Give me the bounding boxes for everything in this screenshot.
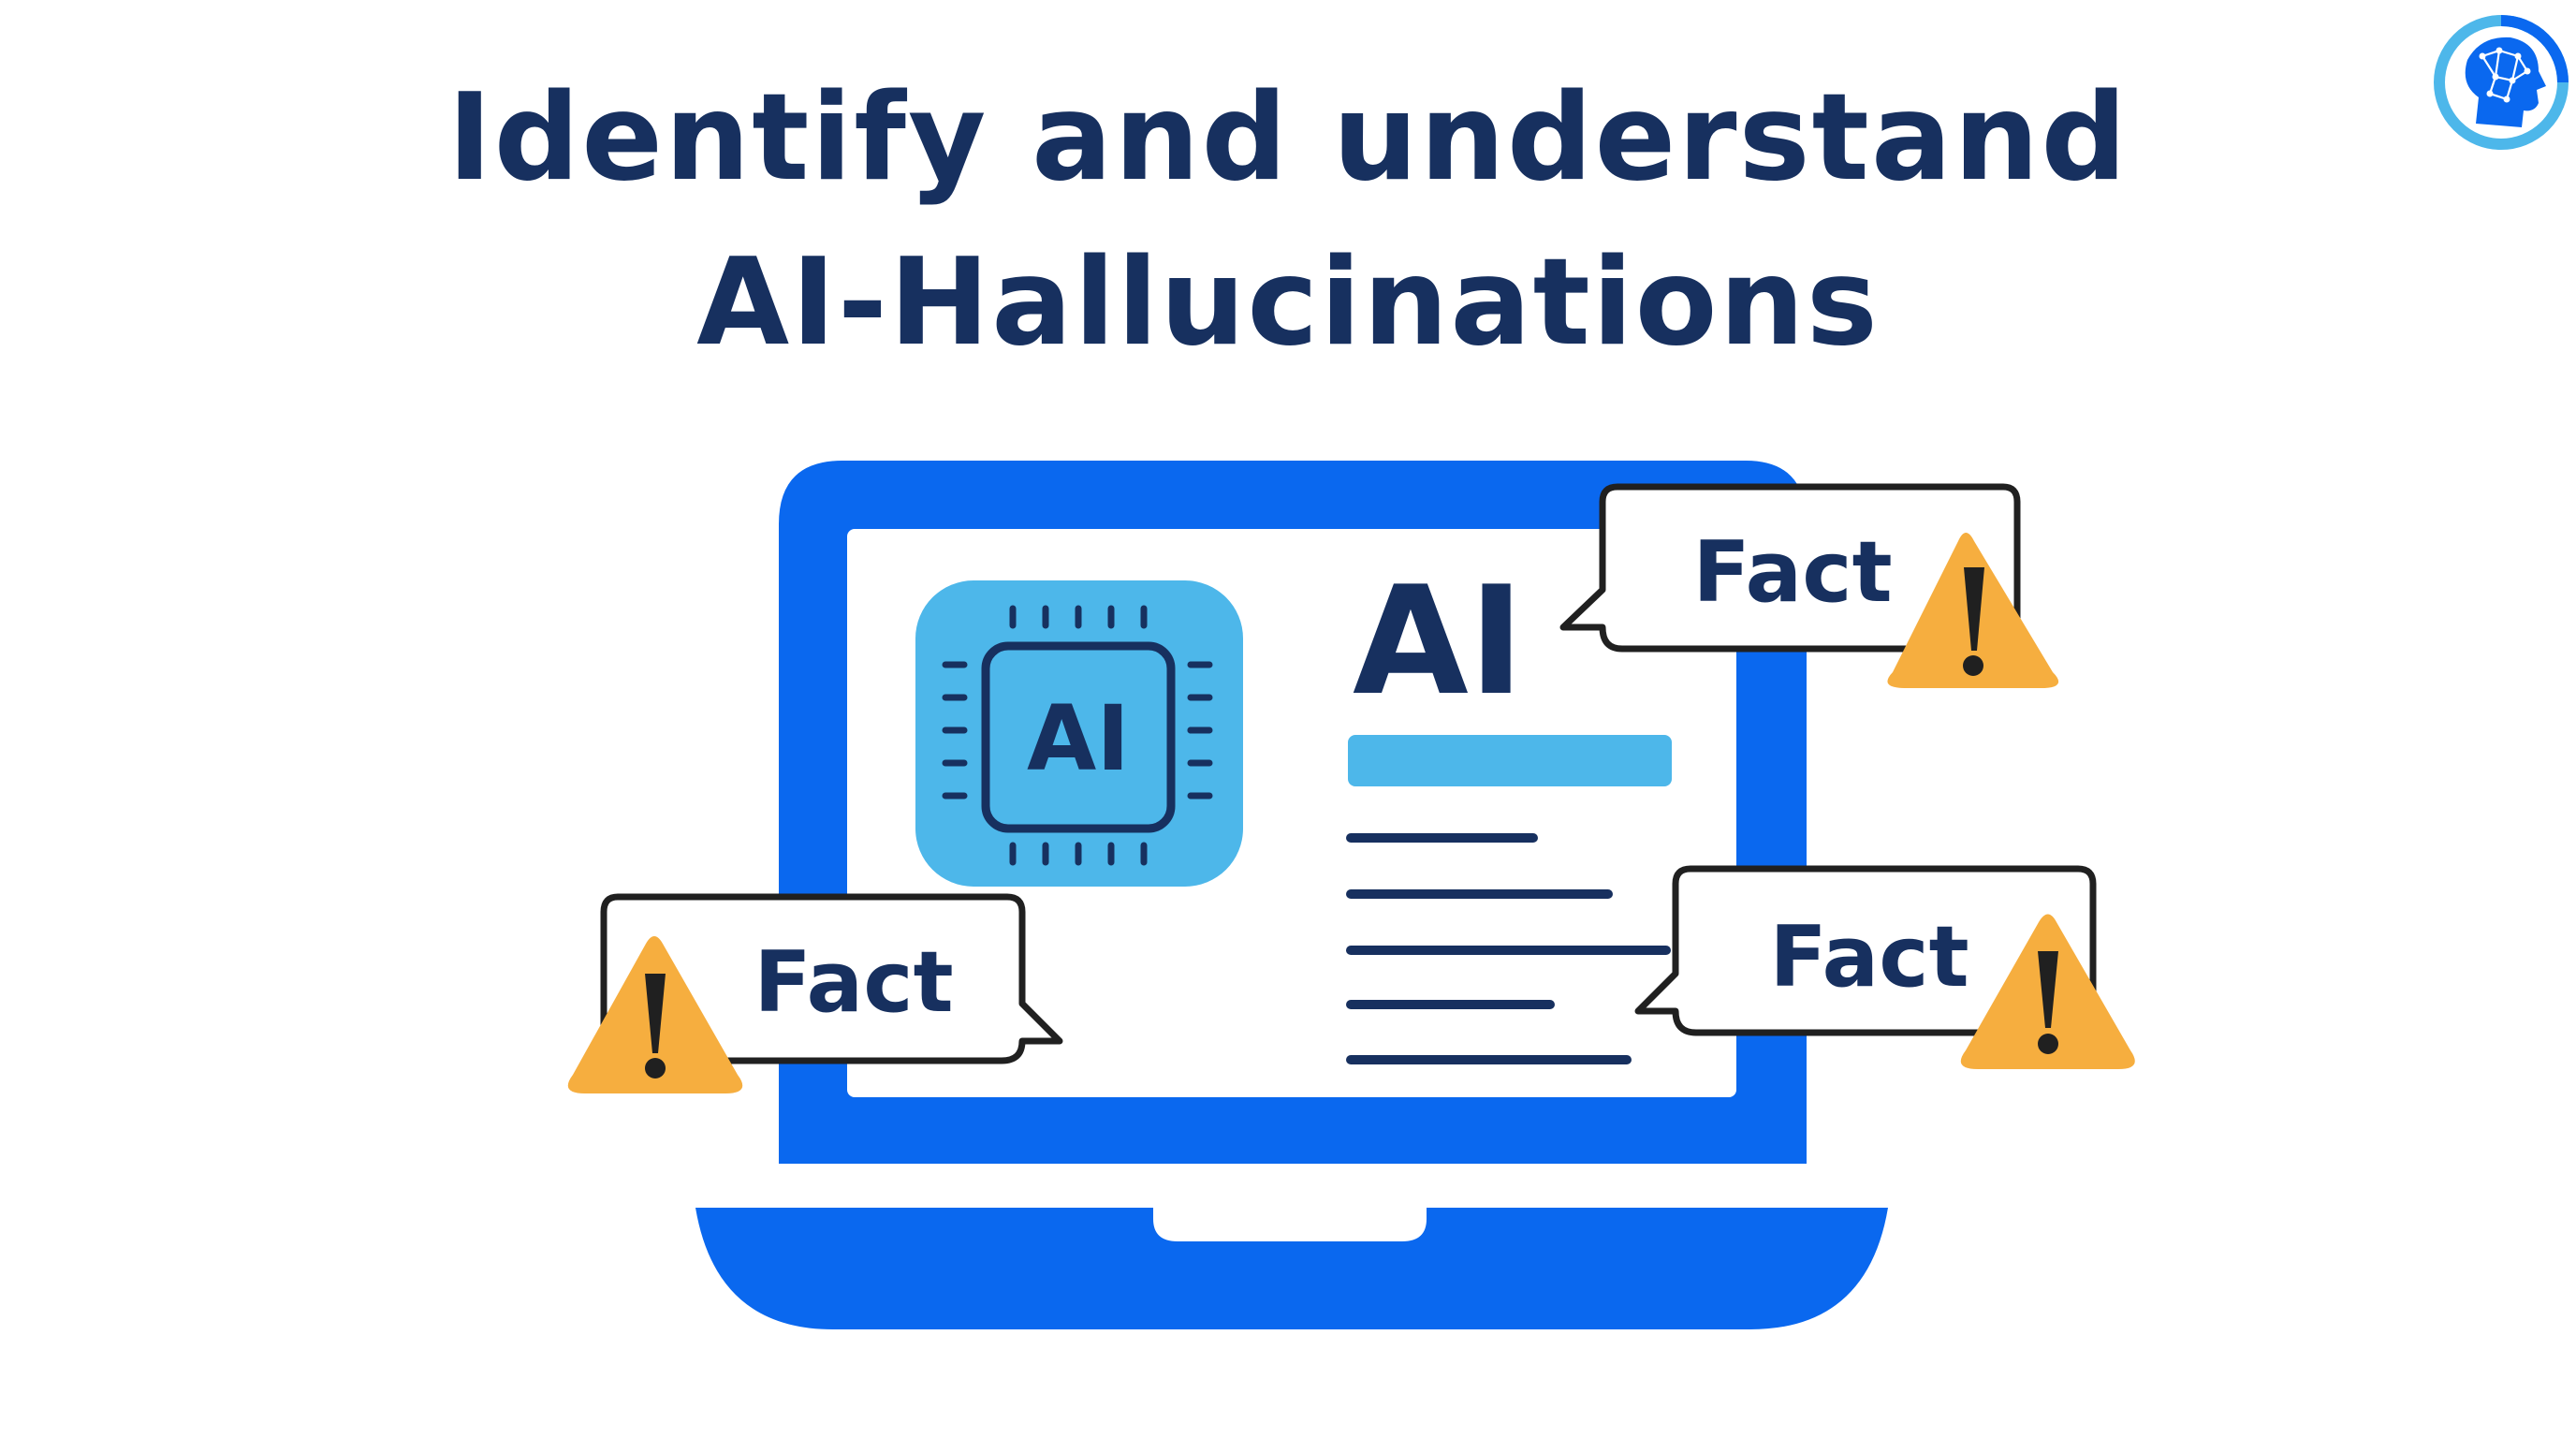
ai-chip-icon: AI	[915, 580, 1243, 887]
warning-triangle-icon	[1887, 533, 2059, 688]
fact-label: Fact	[1769, 908, 1969, 1006]
warning-triangle-icon	[1960, 914, 2135, 1069]
fact-label: Fact	[1692, 523, 1892, 622]
ai-brain-head-logo	[2434, 15, 2569, 150]
text-lines	[1346, 833, 1671, 1064]
screen-heading: AI	[1353, 553, 1524, 728]
warning-triangle-icon	[567, 936, 743, 1093]
page-title-line-2: AI-Hallucinations	[696, 233, 1880, 373]
fact-label: Fact	[754, 933, 953, 1032]
fact-bubble-bottom-right: Fact	[1634, 865, 2135, 1069]
text-highlight-bar	[1348, 735, 1672, 786]
fact-bubble-top-right: Fact	[1559, 483, 2059, 688]
chip-label: AI	[1027, 686, 1130, 791]
laptop-base	[695, 1208, 1888, 1329]
fact-bubble-left: Fact	[567, 893, 1063, 1093]
page-title-line-1: Identify and understand	[447, 68, 2129, 208]
